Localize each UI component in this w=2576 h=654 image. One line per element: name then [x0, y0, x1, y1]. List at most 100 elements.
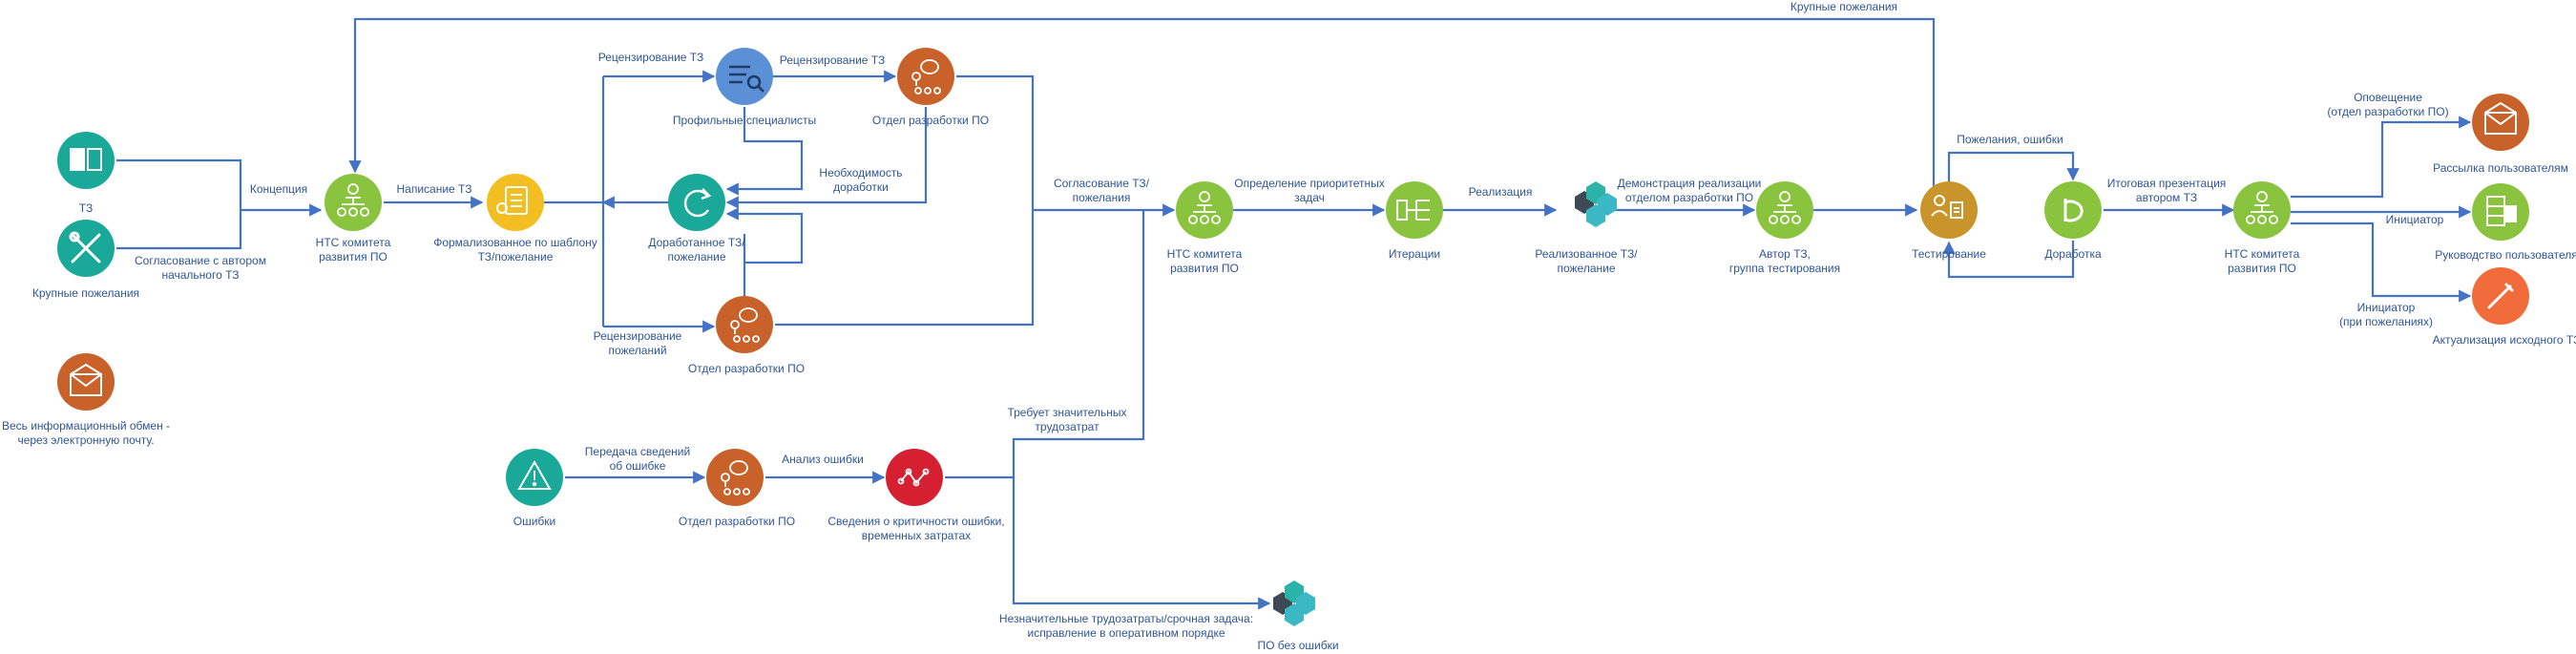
node-nts3: НТС комитета развития ПО — [2225, 181, 2300, 275]
node-nts2-label-1: НТС комитета — [1167, 247, 1243, 261]
edge-label-agree-1: Согласование ТЗ/ — [1054, 177, 1150, 190]
node-formalized: Формализованное по шаблону ТЗ/пожелание — [433, 174, 597, 264]
edge-label-demo-2: отделом разработки ПО — [1625, 191, 1753, 204]
edge-labels: Крупные пожелания Согласование с автором… — [135, 0, 2449, 640]
node-revised: Доработанное ТЗ/ пожелание — [648, 174, 745, 264]
node-dev-dept-bottom: Отдел разработки ПО — [688, 296, 805, 375]
node-dev-dept-top: Отдел разработки ПО — [872, 48, 989, 127]
node-testing-label: Тестирование — [1912, 247, 1986, 261]
team-chat-icon — [911, 59, 941, 95]
edge-tz-to-nts1 — [116, 158, 323, 217]
node-testing: Тестирование — [1912, 181, 1986, 261]
node-tz: ТЗ — [57, 132, 115, 215]
node-implemented-label-1: Реализованное ТЗ/ — [1535, 247, 1638, 261]
node-nts2-label-2: развития ПО — [1170, 262, 1239, 275]
node-testing-circle — [1920, 181, 1978, 239]
edge-label-demo-1: Демонстрация реализации — [1618, 177, 1762, 190]
node-tz-update: Актуализация исходного ТЗ — [2433, 267, 2576, 347]
cycle-icon — [2063, 199, 2084, 222]
node-email-note: Весь информационный обмен - через электр… — [2, 353, 170, 447]
node-revised-label-2: пожелание — [667, 250, 725, 264]
node-tz-update-label: Актуализация исходного ТЗ — [2433, 333, 2576, 347]
edge-criticality-to-split — [945, 210, 1145, 479]
edge-label-transfer-1: Передача сведений — [585, 445, 690, 458]
edge-label-need-rework-2: доработки — [833, 180, 889, 194]
node-no-bugs-label: ПО без ошибки — [1257, 639, 1338, 652]
node-iterations-label: Итерации — [1389, 247, 1440, 261]
book-icon — [70, 148, 102, 171]
node-large-wishes-label: Крупные пожелания — [32, 286, 139, 300]
edge-label-notify-2: (отдел разработки ПО) — [2327, 105, 2448, 118]
node-implemented: Реализованное ТЗ/ пожелание — [1535, 181, 1638, 275]
edge-label-initiator2-1: Инициатор — [2357, 301, 2416, 314]
hexagon-cluster-icon — [1273, 580, 1315, 626]
person-document-icon — [1931, 195, 1963, 219]
edge-label-priority-2: задач — [1294, 191, 1325, 204]
tools-icon — [69, 231, 101, 264]
node-email-note-label-1: Весь информационный обмен - — [2, 419, 170, 432]
edge-label-analysis: Анализ ошибки — [782, 453, 864, 466]
edge-label-priority-1: Определение приоритетных — [1234, 177, 1385, 190]
node-revised-label-1: Доработанное ТЗ/ — [648, 236, 745, 249]
edge-label-final-1: Итоговая презентация — [2107, 177, 2227, 190]
node-dev-dept-bottom-circle — [716, 296, 773, 353]
node-dev-dept-err-label: Отдел разработки ПО — [679, 515, 795, 528]
edge-nts3-to-tzupdate — [2291, 222, 2472, 303]
node-rework: Доработка — [2044, 181, 2102, 261]
edge-criticality-to-nobugs — [1012, 477, 1271, 610]
node-nts3-label-1: НТС комитета — [2225, 247, 2300, 261]
node-formalized-label-1: Формализованное по шаблону — [433, 236, 597, 249]
node-mailing: Рассылка пользователям — [2433, 94, 2568, 175]
node-author-group-label-1: Автор ТЗ, — [1759, 247, 1811, 261]
node-criticality-label-1: Сведения о критичности ошибки, — [827, 515, 1004, 528]
edge-label-large-wishes: Крупные пожелания — [1791, 0, 1897, 13]
edge-devbottom-to-revised — [725, 207, 804, 296]
edge-label-significant-2: трудозатрат — [1035, 420, 1100, 433]
node-user-guide-label: Руководство пользователя — [2435, 248, 2576, 262]
refresh-icon — [683, 188, 712, 218]
org-chart-icon — [1188, 191, 1221, 224]
edge-label-minor-2: исправление в оперативном порядке — [1027, 626, 1225, 640]
edge-devtop-to-agree — [775, 74, 1035, 327]
edge-devtop-to-revised — [725, 107, 928, 209]
org-chart-icon — [337, 183, 369, 217]
node-specialists: Профильные специалисты — [673, 48, 816, 127]
envelope-icon — [70, 363, 102, 396]
edge-large-wishes-loop — [348, 17, 1936, 191]
node-revised-circle — [668, 174, 725, 231]
node-large-wishes: Крупные пожелания — [32, 220, 139, 300]
envelope-icon — [2484, 101, 2517, 135]
edge-label-review-top-left: Рецензирование ТЗ — [598, 51, 703, 64]
node-rework-label: Доработка — [2044, 247, 2102, 261]
node-tz-label: ТЗ — [79, 201, 93, 215]
split-icon — [1396, 200, 1430, 221]
edges — [116, 17, 2472, 610]
node-specialists-label: Профильные специалисты — [673, 114, 816, 127]
org-chart-icon — [1769, 191, 1801, 224]
edge-label-review-wishes-1: Рецензирование — [594, 329, 682, 343]
node-formalized-label-2: ТЗ/пожелание — [478, 250, 554, 264]
warning-icon — [517, 459, 552, 490]
node-mailing-label: Рассылка пользователям — [2433, 161, 2568, 175]
node-rework-circle — [2044, 181, 2102, 239]
edge-label-concept: Концепция — [250, 182, 307, 196]
node-nts2: НТС комитета развития ПО — [1167, 181, 1243, 275]
hexagon-cluster-icon — [1575, 181, 1617, 227]
node-author-group-label-2: группа тестирования — [1729, 262, 1840, 275]
edge-label-initiator: Инициатор — [2386, 213, 2444, 226]
edge-label-final-2: автором ТЗ — [2136, 191, 2197, 204]
edge-label-transfer-2: об ошибке — [610, 459, 666, 473]
node-dev-dept-err-circle — [706, 449, 764, 506]
edge-label-notify-1: Оповещение — [2354, 91, 2422, 104]
edge-label-wishes-bugs: Пожелания, ошибки — [1957, 133, 2063, 146]
node-nts1-label-1: НТС комитета — [316, 236, 391, 249]
edge-label-initiator2-2: (при пожеланиях) — [2339, 315, 2433, 328]
team-chat-icon — [721, 460, 750, 496]
edge-label-need-rework-1: Необходимость — [819, 166, 902, 179]
node-specialists-circle — [716, 48, 773, 105]
node-criticality-circle — [886, 449, 943, 506]
pencil-icon — [2487, 283, 2514, 309]
node-formalized-circle — [487, 174, 544, 231]
node-dev-dept-err: Отдел разработки ПО — [679, 449, 795, 528]
edge-label-review-wishes-2: пожеланий — [608, 344, 666, 357]
